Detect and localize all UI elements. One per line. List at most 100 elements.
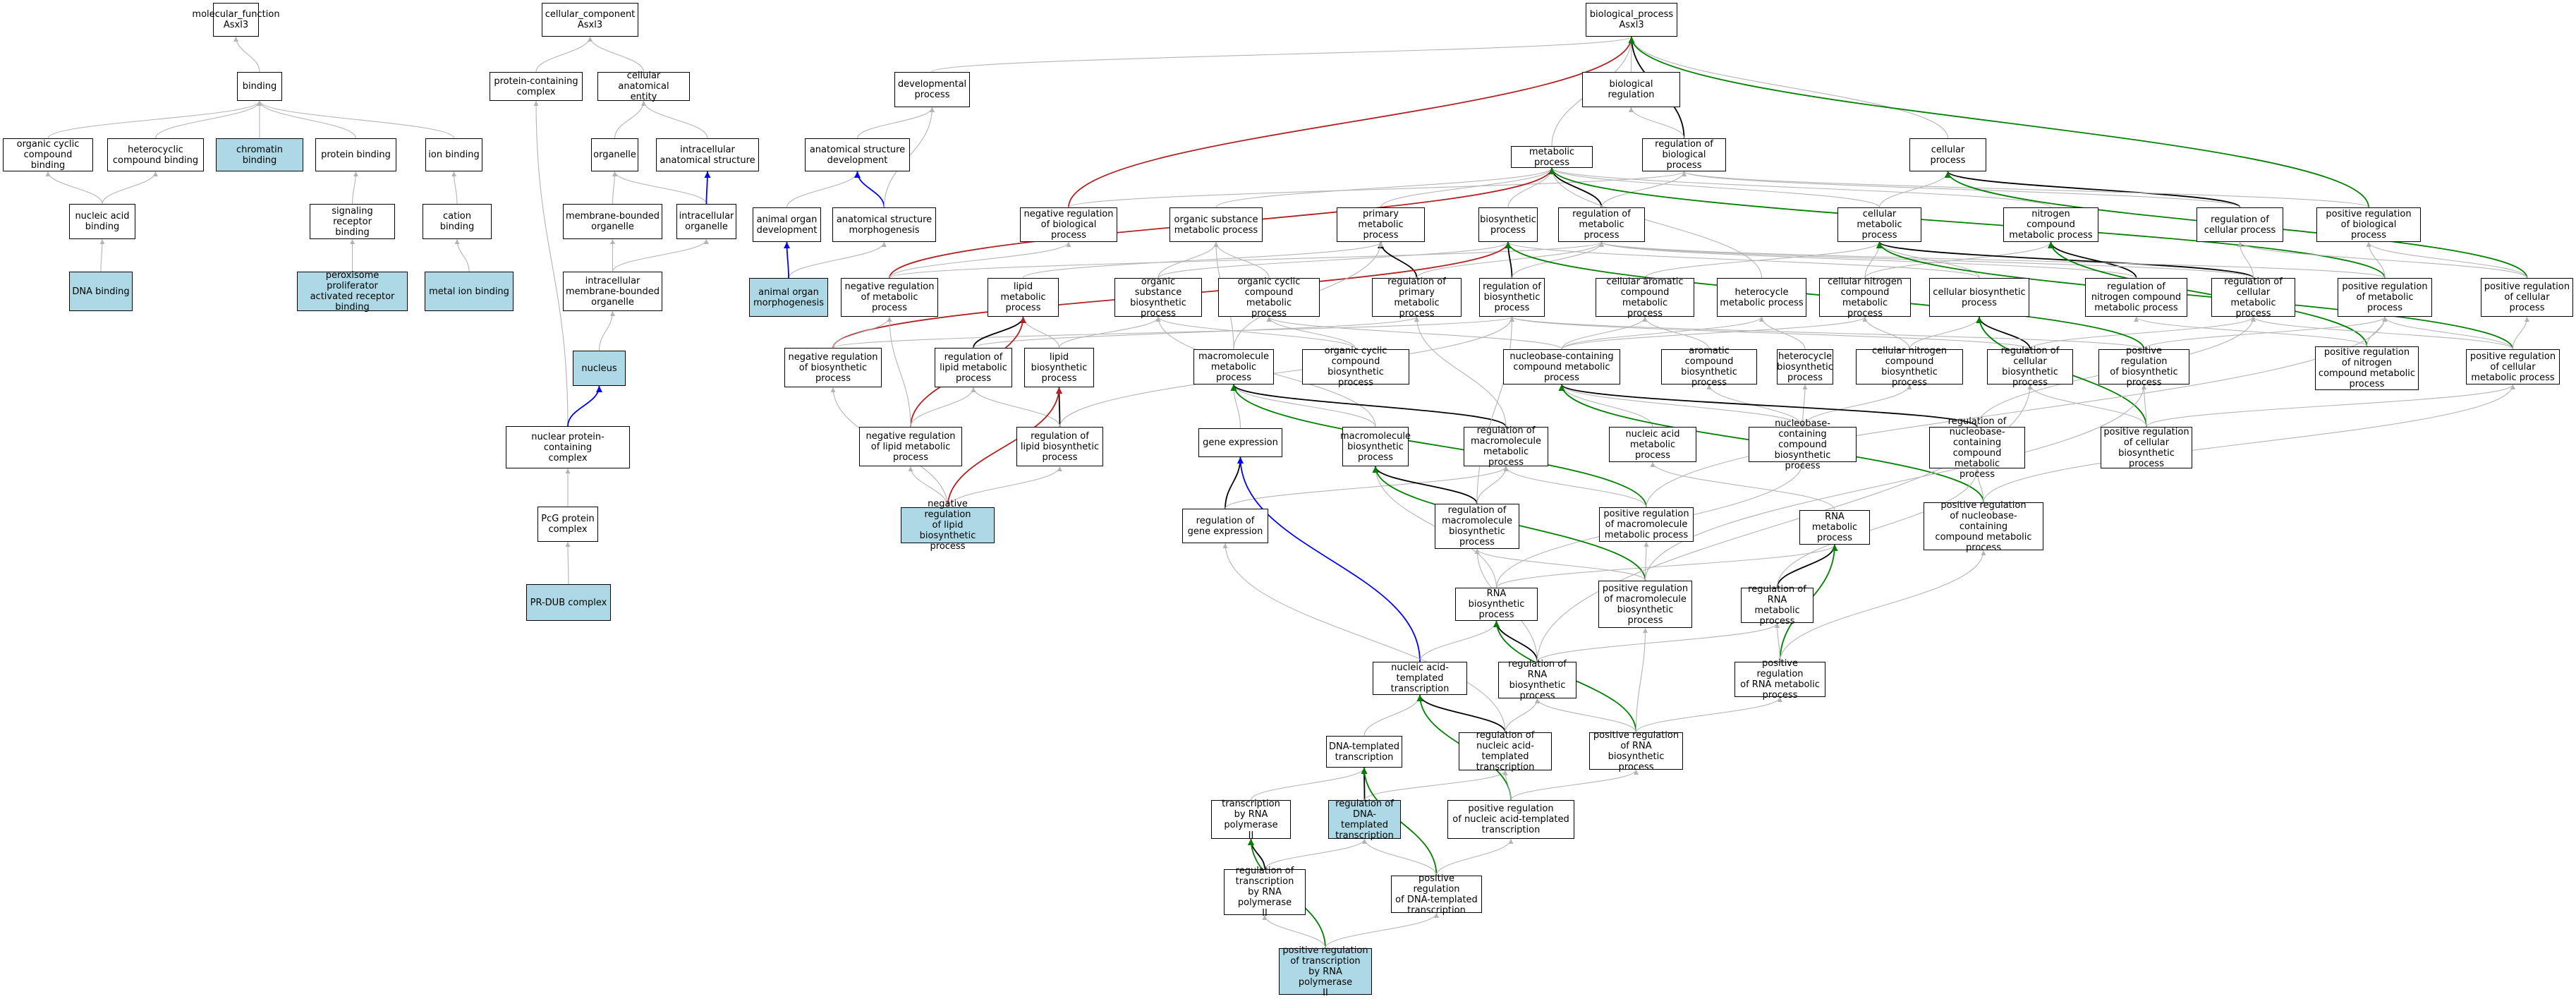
go-term-node-cbp: cellular biosynthetic process (1929, 278, 2029, 317)
edge-is-a-lbp-to-lmp (1021, 316, 1060, 349)
edge-is-a-rmp-to-robp (1600, 171, 1687, 208)
edge-is-a-prrnamp-to-prnbcmp (1779, 550, 1986, 662)
go-term-node-rcbp: regulation of cellular biosynthetic proc… (1987, 346, 2073, 388)
go-term-node-occbp: organic cyclic compound biosynthetic pro… (1302, 346, 1409, 388)
edge-is-a-pmp-to-metp (1380, 167, 1555, 208)
edge-is-a-prcp-to-rcp (2237, 241, 2528, 279)
go-term-node-asm: anatomical structure morphogenesis (832, 207, 936, 242)
go-term-node-cncmp: cellular nitrogen compound metabolic pro… (1819, 277, 1911, 319)
edge-regulates-rge-to-geneexp (1225, 456, 1244, 509)
edge-is-a-mbo-to-organelle (612, 171, 617, 205)
go-term-node-aod: animal organ development (753, 207, 821, 242)
edge-is-a-cacmp-to-cmp (1644, 241, 1882, 279)
edge-is-a-nrlbp-to-nrlmp (908, 466, 949, 508)
go-term-node-pcg: PcG protein complex (537, 507, 598, 542)
edge-is-a-nrbp-to-robp (1068, 171, 1687, 208)
go-term-node-nrbiosp: negative regulation of biosynthetic proc… (784, 348, 882, 387)
edge-part-of-asm-to-asd (854, 171, 885, 208)
go-term-node-rcp: regulation of cellular process (2197, 207, 2283, 242)
edge-is-a-binding-to-mf (233, 36, 260, 73)
go-term-node-cncbp: cellular nitrogen compound biosynthetic … (1856, 346, 1963, 388)
go-term-node-osbp: organic substance biosynthetic process (1114, 277, 1202, 319)
go-term-node-ias: intracellular anatomical structure (656, 138, 759, 171)
edge-is-a-cbp-to-biosp (1505, 241, 1980, 279)
edge-regulates-rmp-to-metp (1548, 167, 1603, 208)
go-term-node-rbiosp: regulation of biosynthetic process (1479, 278, 1545, 317)
edge-is-a-srb-to-protb (351, 171, 358, 205)
edge-regulates-rlmp-to-lmp (973, 316, 1026, 349)
go-term-node-rge: regulation of gene expression (1182, 509, 1268, 543)
edge-is-a-dnab-to-nab (99, 238, 105, 272)
edge-is-a-ocb-to-binding (47, 100, 262, 139)
go-term-node-nrlbp: negative regulation of lipid biosyntheti… (901, 499, 995, 552)
edge-is-a-prbiosp-to-prmp (2143, 316, 2388, 350)
edge-is-a-cae-to-cc (588, 36, 645, 73)
go-term-node-prcbp: positive regulation of cellular biosynth… (2101, 427, 2192, 469)
edge-positively-regulates-prmmp-to-mmp (1230, 384, 1647, 508)
go-term-node-trnap2: transcription by RNA polymerase II (1211, 799, 1291, 841)
edge-is-a-rmmp-to-rpmp (1414, 316, 1507, 428)
edge-is-a-protb-to-binding (257, 100, 357, 139)
edge-is-a-rtrnap2-to-rdtt (1264, 838, 1367, 870)
go-term-node-ocb: organic cyclic compound binding (3, 138, 93, 171)
edge-is-a-prtrnap2-to-prdtt (1325, 912, 1439, 949)
go-term-node-lmp: lipid metabolic process (988, 278, 1059, 317)
edge-is-a-rnatt-to-rge (1222, 543, 1506, 733)
edge-is-a-nrmp-to-nrbp (889, 241, 1071, 279)
edge-is-a-rcp-to-robp (1682, 171, 2241, 208)
go-term-node-rmbp: regulation of macromolecule biosynthetic… (1435, 504, 1519, 549)
edge-is-a-prbp-to-robp (1682, 171, 2369, 208)
edge-is-a-rrnamp-to-rnbcmp (1776, 468, 1980, 588)
go-term-node-cc: cellular_component Asxl3 (542, 3, 638, 37)
edge-is-a-cmp-to-metp (1549, 167, 1881, 208)
edge-is-a-prcmp-to-prmp (2382, 316, 2514, 350)
go-term-node-hcb: heterocyclic compound binding (107, 138, 204, 171)
edge-is-a-prmp-to-rmp (1599, 241, 2386, 279)
go-term-node-pcc: protein-containing complex (490, 72, 583, 101)
go-term-node-dtt: DNA-templated transcription (1326, 736, 1402, 768)
go-term-node-acbp: aromatic compound biosynthetic process (1661, 346, 1757, 388)
edge-is-a-rnabp-to-rnamp (1495, 544, 1837, 588)
go-term-node-nbcbp: nucleobase-containing compound biosynthe… (1749, 418, 1857, 471)
edge-is-a-hbp-to-hmp (1759, 316, 1806, 350)
edge-is-a-prdub-to-pcg (565, 541, 571, 585)
edge-part-of-npcc-to-nucleus (567, 385, 602, 427)
go-term-node-prrnamp: positive regulation of RNA metabolic pro… (1734, 658, 1825, 701)
edge-is-a-cncbp-to-cbp (1909, 316, 1982, 350)
edge-is-a-rlmp-to-rpmp (973, 316, 1419, 349)
go-term-node-binding: binding (237, 72, 282, 101)
edge-is-a-prrnabp-to-rrnabp (1535, 698, 1637, 733)
go-term-node-rmp: regulation of metabolic process (1558, 207, 1645, 242)
go-term-node-prbiosp: positive regulation of biosynthetic proc… (2098, 346, 2189, 388)
edge-is-a-nrlmp-to-rlmp (910, 387, 976, 428)
edge-is-a-npcc-to-pcc (533, 100, 569, 427)
go-term-node-rlbp: regulation of lipid biosynthetic process (1016, 427, 1103, 466)
edge-is-a-trnap2-to-dtt (1250, 767, 1367, 801)
edge-is-a-catb-to-ionb (451, 171, 458, 205)
edge-is-a-nbcmp-to-cacmp (1561, 316, 1648, 350)
edge-is-a-prcmp-to-rcmp (2251, 316, 2514, 350)
edge-is-a-prnatt-to-rnatt (1502, 770, 1512, 801)
edge-is-a-prrnabp-to-prmbp (1635, 627, 1648, 733)
edge-is-a-devp-to-bp (931, 36, 1634, 73)
edge-positively-regulates-prncmp-to-ncmp (2048, 241, 2368, 347)
edge-positively-regulates-prmp-to-metp (1548, 167, 2386, 279)
edge-regulates-rmbp-to-mbp (1372, 466, 1478, 504)
go-term-node-biosp: biosynthetic process (1478, 207, 1538, 242)
edge-is-a-prdtt-to-rdtt (1362, 838, 1438, 876)
edge-is-a-prmbp-to-rmbp (1474, 548, 1646, 581)
go-term-node-osmp: organic substance metabolic process (1169, 207, 1263, 242)
edge-is-a-namp-to-nbcmp (1559, 384, 1653, 428)
go-term-node-protb: protein binding (315, 138, 396, 171)
edge-is-a-hcb-to-binding (154, 100, 262, 139)
edge-regulates-rcp-to-cellp (1945, 171, 2241, 208)
edge-is-a-rcmp-to-rmp (1599, 241, 2254, 279)
go-term-node-hbp: heterocycle biosynthetic process (1777, 349, 1833, 385)
go-term-node-nucleus: nucleus (573, 351, 626, 386)
edge-is-a-natt-to-rnabp (1419, 620, 1499, 662)
go-term-node-prmbp: positive regulation of macromolecule bio… (1598, 581, 1692, 628)
edge-is-a-nab-to-hcb (102, 171, 158, 205)
go-term-node-lbp: lipid biosynthetic process (1024, 348, 1094, 387)
go-term-node-robp: regulation of biological process (1642, 138, 1726, 171)
edge-is-a-nrlbp-to-rlbp (947, 466, 1062, 508)
